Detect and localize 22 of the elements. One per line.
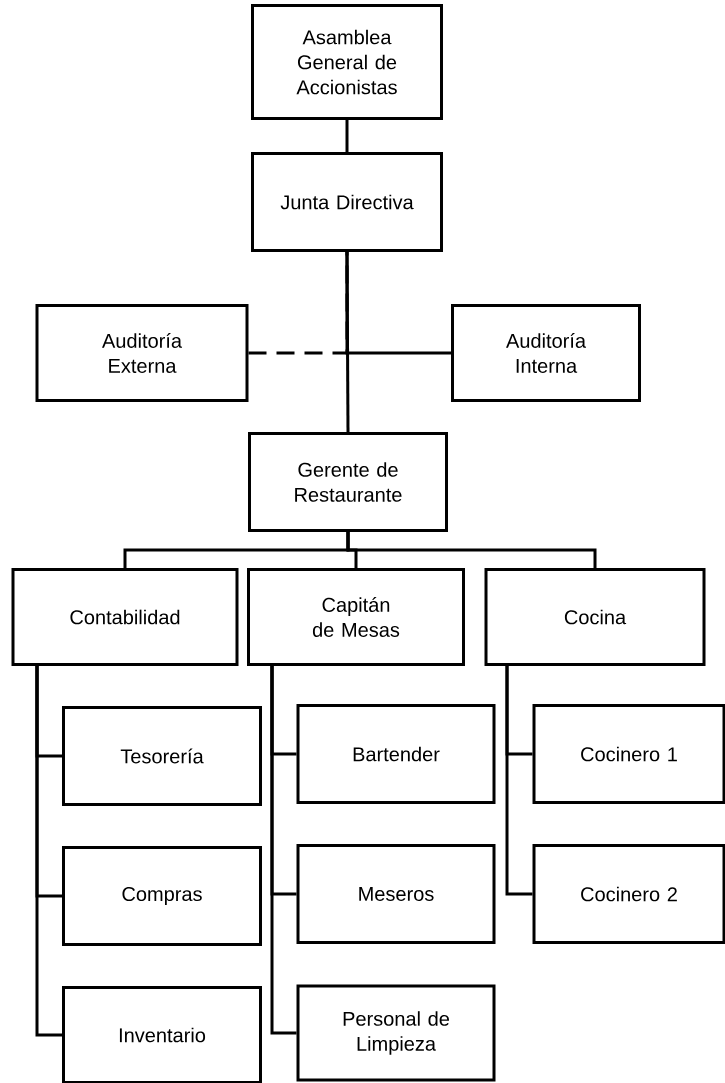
connector-line xyxy=(505,666,533,896)
org-box: Auditoría Externa xyxy=(35,304,249,402)
org-box: Tesorería xyxy=(62,706,262,806)
connector-line xyxy=(345,252,451,355)
connector-line xyxy=(270,666,297,1035)
org-box: Personal de Limpieza xyxy=(296,984,496,1082)
org-box: Auditoría Interna xyxy=(451,304,641,402)
org-box: Gerente de Restaurante xyxy=(248,432,448,532)
org-box: Cocinero 1 xyxy=(532,704,725,804)
org-box: Cocina xyxy=(484,568,706,666)
org-box: Meseros xyxy=(296,844,496,944)
org-box: Inventario xyxy=(62,986,262,1083)
org-box: Junta Directiva xyxy=(251,152,443,252)
org-box: Contabilidad xyxy=(11,568,239,666)
org-box: Bartender xyxy=(296,704,496,804)
org-box: Compras xyxy=(62,846,262,946)
connector-line xyxy=(35,666,62,1037)
org-box: Asamblea General de Accionistas xyxy=(251,4,443,120)
org-box: Capitán de Mesas xyxy=(247,568,465,666)
connector-line xyxy=(346,532,597,568)
org-box: Cocinero 2 xyxy=(532,844,725,944)
connector-line xyxy=(345,120,349,152)
